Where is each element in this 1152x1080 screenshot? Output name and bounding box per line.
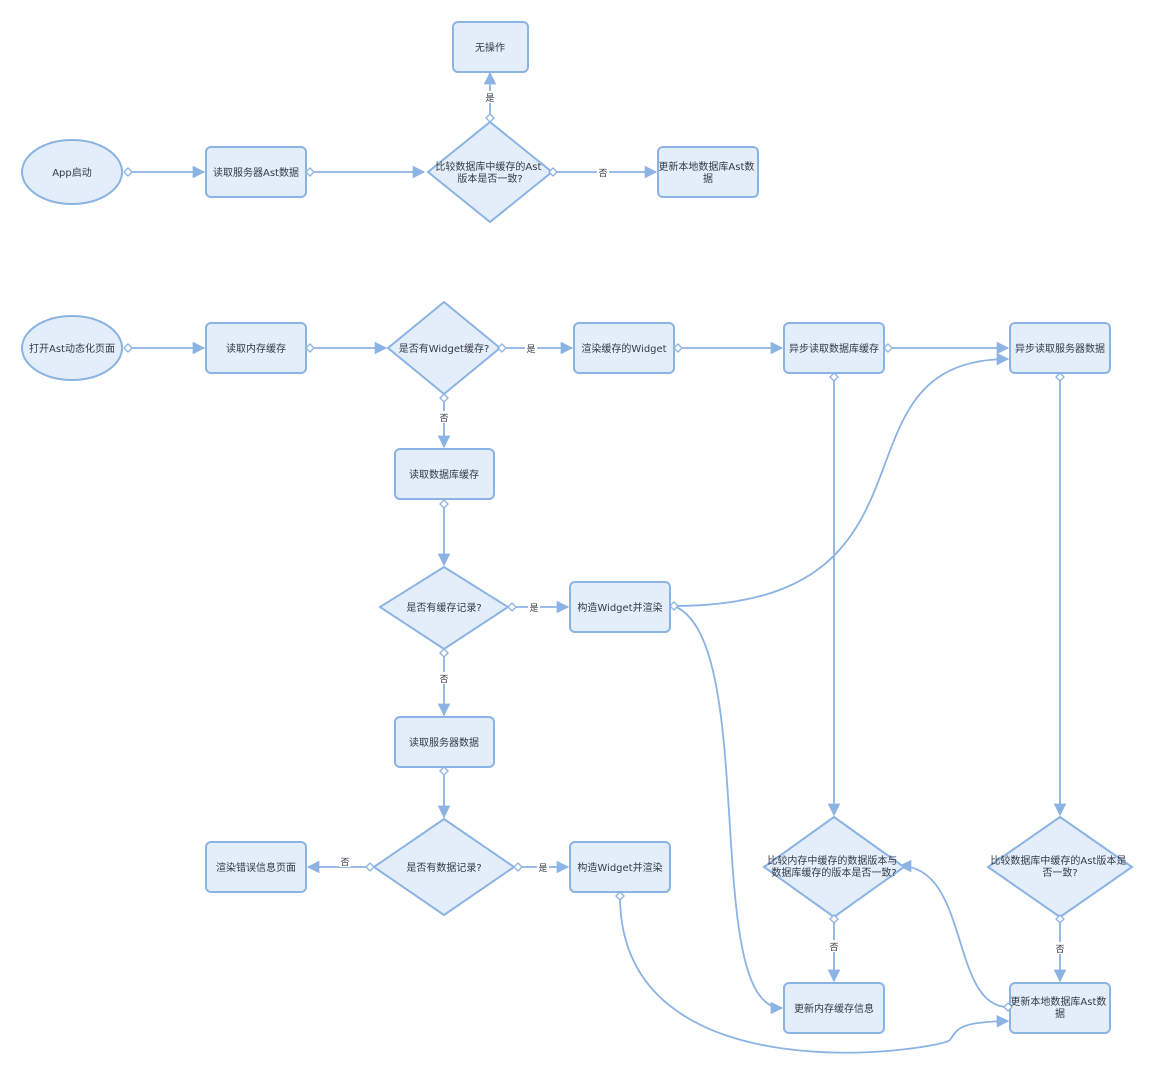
node-compare-mem-db[interactable]: 比较内存中缓存的数据版本与 数据库缓存的版本是否一致? — [762, 815, 906, 919]
node-build-render-1[interactable]: 构造Widget并渲染 — [569, 581, 671, 633]
connection-ports — [123, 113, 1065, 1012]
node-build-render-2[interactable]: 构造Widget并渲染 — [569, 841, 671, 893]
node-compare-db-server-label: 比较数据库中缓存的Ast版本是 否一致? — [990, 854, 1129, 879]
node-has-widget-cache[interactable]: 是否有Widget缓存? — [386, 300, 502, 396]
port — [669, 601, 679, 611]
node-open-page[interactable]: 打开Ast动态化页面 — [21, 315, 123, 381]
nodes: App启动 读取服务器Ast数据 比较数据库中缓存的Ast 版本是否一致? 无操… — [21, 21, 1134, 1034]
node-update-local-db-bottom[interactable]: 更新本地数据库Ast数 据 — [1009, 982, 1111, 1034]
node-read-server-ast-label: 读取服务器Ast数据 — [213, 166, 299, 179]
node-read-db-cache[interactable]: 读取数据库缓存 — [394, 448, 495, 500]
node-compare-ast-version[interactable]: 比较数据库中缓存的Ast 版本是否一致? — [426, 120, 554, 224]
node-read-db-cache-label: 读取数据库缓存 — [409, 468, 479, 481]
port — [439, 648, 449, 658]
node-has-cache-record-label: 是否有缓存记录? — [406, 601, 481, 614]
node-update-memory-cache-label: 更新内存缓存信息 — [794, 1002, 874, 1015]
node-async-read-db-label: 异步读取数据库缓存 — [789, 342, 879, 355]
port — [1003, 1002, 1013, 1012]
node-read-memory-cache-label: 读取内存缓存 — [226, 342, 286, 355]
node-no-op[interactable]: 无操作 — [452, 21, 529, 73]
label-compare-update-no: 否 — [598, 168, 607, 179]
port — [615, 891, 625, 901]
node-has-data-record-label: 是否有数据记录? — [406, 861, 481, 874]
port — [829, 914, 839, 924]
node-compare-mem-db-label: 比较内存中缓存的数据版本与 数据库缓存的版本是否一致? — [767, 854, 900, 879]
node-render-cached-widget[interactable]: 渲染缓存的Widget — [573, 322, 675, 374]
edge-build2-updatelocal — [619, 895, 1010, 1054]
label-comparemem-no: 否 — [829, 942, 838, 953]
node-read-server-ast[interactable]: 读取服务器Ast数据 — [205, 146, 307, 198]
port — [439, 393, 449, 403]
node-update-local-db-top-label: 更新本地数据库Ast数 据 — [658, 160, 757, 185]
node-async-read-server-label: 异步读取服务器数据 — [1015, 342, 1105, 355]
node-has-cache-record[interactable]: 是否有缓存记录? — [378, 565, 510, 651]
node-render-cached-widget-label: 渲染缓存的Widget — [581, 342, 666, 355]
port — [439, 499, 449, 509]
node-read-memory-cache[interactable]: 读取内存缓存 — [205, 322, 307, 374]
label-haswidget-no: 否 — [439, 413, 448, 424]
node-read-server-data-label: 读取服务器数据 — [409, 736, 479, 749]
port — [439, 766, 449, 776]
node-update-local-db-top[interactable]: 更新本地数据库Ast数 据 — [657, 146, 759, 198]
port — [507, 602, 517, 612]
edges — [128, 71, 1067, 1054]
port — [305, 343, 315, 353]
node-read-server-data[interactable]: 读取服务器数据 — [394, 716, 495, 768]
port — [123, 343, 133, 353]
port — [497, 343, 507, 353]
label-hasdata-yes: 是 — [538, 863, 547, 874]
node-app-start[interactable]: App启动 — [21, 139, 123, 205]
port — [1055, 372, 1065, 382]
node-update-memory-cache[interactable]: 更新内存缓存信息 — [783, 982, 885, 1034]
node-has-widget-cache-label: 是否有Widget缓存? — [399, 342, 490, 355]
node-app-start-label: App启动 — [52, 166, 92, 179]
port — [829, 372, 839, 382]
node-update-local-db-bottom-label: 更新本地数据库Ast数 据 — [1010, 995, 1109, 1020]
port — [485, 113, 495, 123]
node-no-op-label: 无操作 — [475, 41, 505, 54]
port — [548, 167, 558, 177]
node-render-error-page-label: 渲染错误信息页面 — [216, 861, 296, 874]
node-open-page-label: 打开Ast动态化页面 — [29, 342, 115, 355]
node-compare-ast-version-label: 比较数据库中缓存的Ast 版本是否一致? — [435, 160, 544, 185]
edge-build1-updatemem — [673, 605, 784, 1015]
edge-updatelocal-comparemem — [898, 859, 1009, 1008]
label-hascache-yes: 是 — [529, 603, 538, 614]
node-render-error-page[interactable]: 渲染错误信息页面 — [205, 841, 307, 893]
label-haswidget-yes: 是 — [526, 344, 535, 355]
label-hascache-no: 否 — [439, 674, 448, 685]
port — [123, 167, 133, 177]
node-compare-db-server[interactable]: 比较数据库中缓存的Ast版本是 否一致? — [986, 815, 1134, 919]
edge-build1-asyncserver — [673, 352, 1010, 607]
node-async-read-server[interactable]: 异步读取服务器数据 — [1009, 322, 1111, 374]
node-build-render-2-label: 构造Widget并渲染 — [577, 861, 662, 874]
port — [305, 167, 315, 177]
port — [883, 343, 893, 353]
label-comparedb-no: 否 — [1055, 944, 1064, 955]
node-async-read-db[interactable]: 异步读取数据库缓存 — [783, 322, 885, 374]
port — [513, 862, 523, 872]
edge-labels: 是 否 是 否 是 否 是 否 否 否 — [339, 91, 1066, 955]
label-hasdata-no: 否 — [340, 857, 349, 868]
port — [365, 862, 375, 872]
label-compare-noop-yes: 是 — [485, 93, 494, 104]
port — [1055, 914, 1065, 924]
port — [673, 343, 683, 353]
node-has-data-record[interactable]: 是否有数据记录? — [372, 817, 516, 917]
node-build-render-1-label: 构造Widget并渲染 — [577, 601, 662, 614]
